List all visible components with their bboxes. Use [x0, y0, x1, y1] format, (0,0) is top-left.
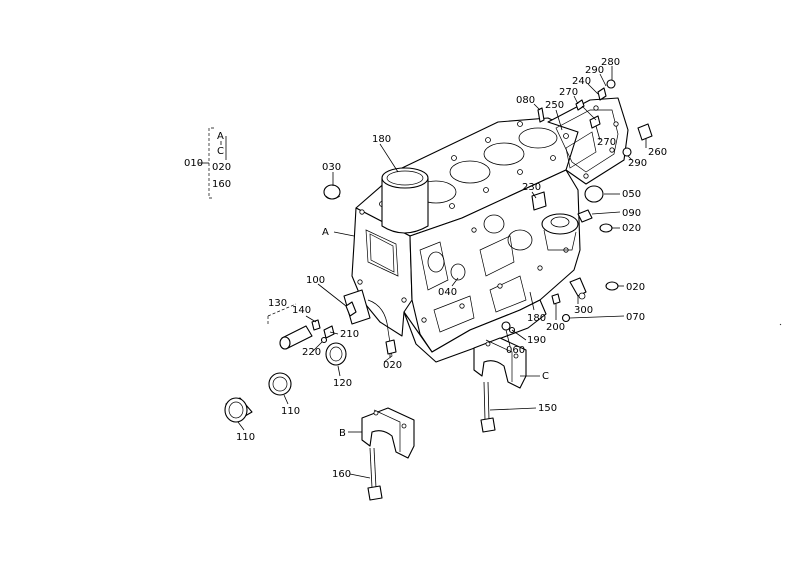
label-290-right: 290	[628, 158, 647, 169]
plug-020-front	[385, 339, 397, 355]
label-100: 100	[306, 275, 325, 286]
plug-020-right-bottom	[605, 281, 619, 291]
cylinder-liner	[381, 167, 429, 234]
cap-050	[584, 185, 604, 203]
fitting-230	[531, 191, 547, 211]
label-210: 210	[340, 329, 359, 340]
label-180: 180	[527, 313, 546, 324]
label-050: 050	[622, 189, 641, 200]
label-230: 230	[522, 182, 541, 193]
group-bracket: 010 A C 020 160	[184, 127, 231, 199]
label-060: 060	[506, 345, 525, 356]
part-labels: 180 030 A 080 250 270 240 290 280 270 29…	[236, 57, 667, 480]
label-A: A	[322, 227, 329, 238]
group-item-label: A	[217, 131, 224, 142]
label-030: 030	[322, 162, 341, 173]
leader-lines	[225, 66, 647, 479]
label-160-lower: 160	[332, 469, 351, 480]
label-220: 220	[302, 347, 321, 358]
label-040: 040	[438, 287, 457, 298]
bolt-160-upper	[480, 381, 496, 433]
cylinder-block	[343, 97, 629, 363]
group-main-label: 010	[184, 158, 203, 169]
label-090: 090	[622, 208, 641, 219]
label-080: 080	[516, 95, 535, 106]
switch-300	[569, 277, 587, 300]
plug-070	[561, 313, 571, 323]
label-290-top: 290	[585, 65, 604, 76]
bushing-110	[224, 397, 253, 423]
label-280: 280	[601, 57, 620, 68]
bushing-120	[268, 372, 292, 396]
plug-090	[577, 209, 593, 223]
group-item-label: C	[217, 146, 224, 157]
bushing-130	[325, 342, 347, 366]
idler-shaft-group-140	[267, 303, 335, 350]
label-110: 110	[236, 432, 255, 443]
label-250: 250	[545, 100, 564, 111]
label-270-top: 270	[559, 87, 578, 98]
bolt-set-rear	[575, 79, 653, 157]
label-270-right: 270	[597, 137, 616, 148]
label-130: 120	[333, 378, 352, 389]
label-020-front: 020	[383, 360, 402, 371]
bearing-holder-c	[473, 337, 527, 389]
label-300: 300	[574, 305, 593, 316]
label-020-right-top: 020	[622, 223, 641, 234]
label-160-upper: 150	[538, 403, 557, 414]
plug-020-right-top	[599, 223, 613, 233]
group-item-label: 160	[212, 179, 231, 190]
plug-200	[551, 293, 561, 305]
label-190: 190	[527, 335, 546, 346]
group-item-label: 020	[212, 162, 231, 173]
margin-mark	[779, 323, 782, 326]
plug-060	[501, 321, 511, 331]
label-020-right-bottom: 020	[626, 282, 645, 293]
label-120: 110	[281, 406, 300, 417]
label-C: C	[542, 371, 549, 382]
label-170: 180	[372, 134, 391, 145]
bearing-holder-b	[361, 407, 415, 459]
dowel-080	[537, 107, 545, 123]
label-240: 240	[572, 76, 591, 87]
label-B: B	[339, 428, 346, 439]
bolt-160-lower	[367, 447, 383, 501]
label-260: 260	[648, 147, 667, 158]
label-140: 130	[268, 298, 287, 309]
pin-100	[345, 301, 357, 317]
label-070: 070	[626, 312, 645, 323]
plug-030	[323, 184, 341, 200]
label-150: 140	[292, 305, 311, 316]
label-200: 200	[546, 322, 565, 333]
